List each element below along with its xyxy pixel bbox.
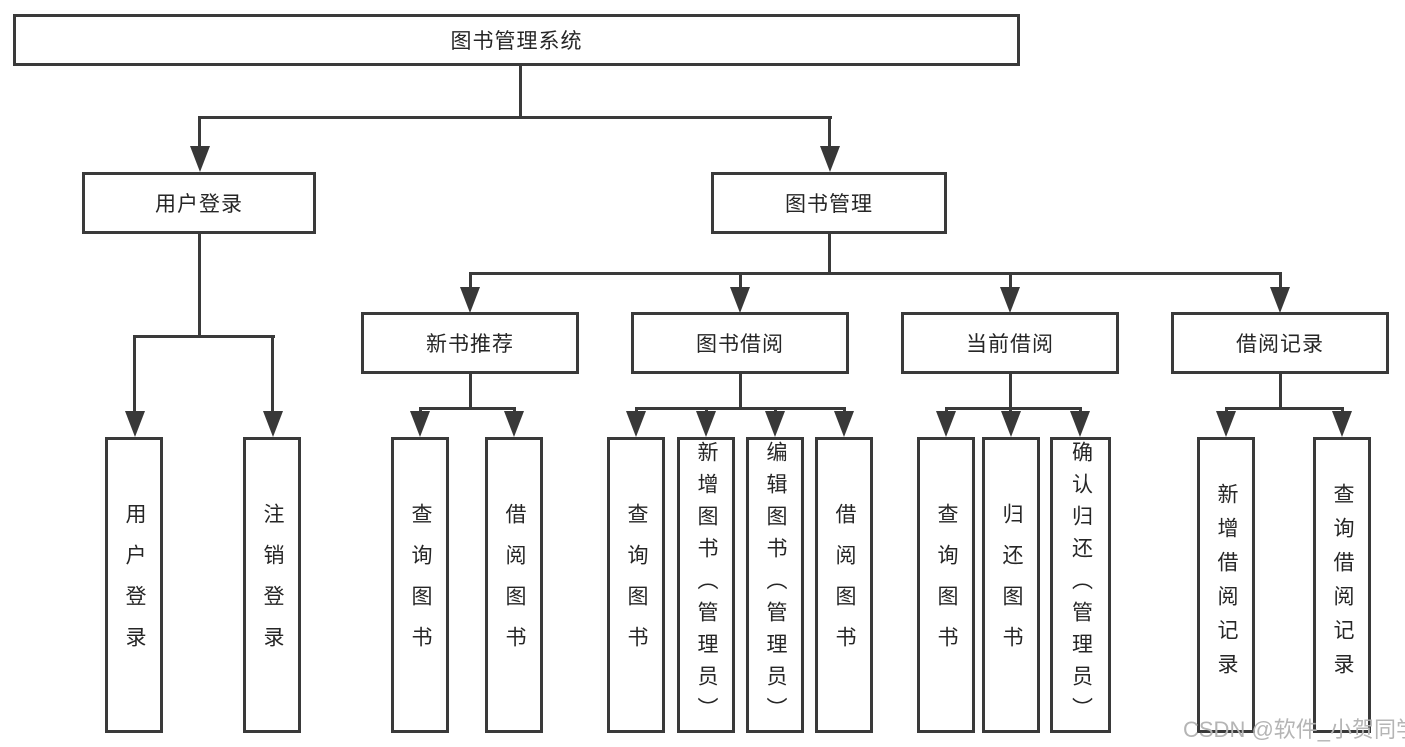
connector-current-borrow-rail xyxy=(945,407,1082,410)
book-borrow-node-label: 图书借阅 xyxy=(696,333,784,356)
arrow-down-bb-edit-icon xyxy=(765,411,785,437)
borrow-records-node-label: 借阅记录 xyxy=(1236,333,1324,356)
arrow-down-cb-return-icon xyxy=(1001,411,1021,437)
leaf-cb-query-books: 查询图书 xyxy=(917,437,975,733)
leaf-br-add-record: 新增借阅记录 xyxy=(1197,437,1255,733)
connector-logout-drop xyxy=(271,335,274,414)
leaf-bb-query-books-label: 查询图书 xyxy=(625,503,648,667)
current-borrow-node-label: 当前借阅 xyxy=(966,333,1054,356)
leaf-cb-confirm-return-admin-label: 确认归还（管理员） xyxy=(1069,441,1093,729)
connector-user-login-rail xyxy=(133,335,275,338)
connector-current-borrow-drop xyxy=(1009,272,1012,292)
arrow-down-bb-query-icon xyxy=(626,411,646,437)
connector-book-management-stem xyxy=(828,234,831,275)
leaf-cb-return-books: 归还图书 xyxy=(982,437,1040,733)
arrow-down-br-add-icon xyxy=(1216,411,1236,437)
connector-book-management-drop xyxy=(828,116,831,149)
arrow-down-book-management-icon xyxy=(820,146,840,172)
leaf-bb-borrow-books-label: 借阅图书 xyxy=(833,503,856,667)
connector-book-borrow-drop xyxy=(739,272,742,292)
root-node-label: 图书管理系统 xyxy=(450,30,583,53)
leaf-logout-login: 注销登录 xyxy=(243,437,301,733)
leaf-logout-login-label: 注销登录 xyxy=(261,503,284,667)
connector-new-books-rail xyxy=(419,407,516,410)
leaf-user-login-label: 用户登录 xyxy=(123,503,146,667)
leaf-bb-add-books-admin-label: 新增图书（管理员） xyxy=(695,441,718,729)
leaf-br-query-record: 查询借阅记录 xyxy=(1313,437,1371,733)
arrow-down-book-borrow-icon xyxy=(730,287,750,313)
leaf-nb-borrow-books-label: 借阅图书 xyxy=(503,503,526,667)
arrow-down-current-borrow-icon xyxy=(1000,287,1020,313)
connector-current-borrow-stem xyxy=(1009,374,1012,410)
arrow-down-cb-query-icon xyxy=(936,411,956,437)
connector-user-login-stem xyxy=(198,234,201,338)
leaf-nb-query-books: 查询图书 xyxy=(391,437,449,733)
leaf-br-add-record-label: 新增借阅记录 xyxy=(1215,483,1238,687)
arrow-down-bb-add-icon xyxy=(696,411,716,437)
arrow-down-borrow-records-icon xyxy=(1270,287,1290,313)
arrow-down-logout-icon xyxy=(263,411,283,437)
connector-level3-rail xyxy=(469,272,1282,275)
connector-borrow-records-drop xyxy=(1279,272,1282,292)
connector-user-login-drop xyxy=(198,116,201,149)
new-books-node: 新书推荐 xyxy=(361,312,579,374)
connector-level2-rail xyxy=(198,116,832,119)
leaf-bb-add-books-admin: 新增图书（管理员） xyxy=(677,437,735,733)
book-management-node-label: 图书管理 xyxy=(785,193,873,216)
leaf-bb-edit-books-admin: 编辑图书（管理员） xyxy=(746,437,804,733)
leaf-nb-query-books-label: 查询图书 xyxy=(409,503,432,667)
connector-book-borrow-rail xyxy=(635,407,846,410)
arrow-down-user-login-icon xyxy=(190,146,210,172)
leaf-user-login: 用户登录 xyxy=(105,437,163,733)
leaf-nb-borrow-books: 借阅图书 xyxy=(485,437,543,733)
connector-borrow-records-stem xyxy=(1279,374,1282,410)
arrow-down-nb-borrow-icon xyxy=(504,411,524,437)
new-books-node-label: 新书推荐 xyxy=(426,333,514,356)
connector-new-books-stem xyxy=(469,374,472,410)
current-borrow-node: 当前借阅 xyxy=(901,312,1119,374)
arrow-down-cb-confirm-icon xyxy=(1070,411,1090,437)
leaf-cb-confirm-return-admin: 确认归还（管理员） xyxy=(1050,437,1111,733)
arrow-down-nb-query-icon xyxy=(410,411,430,437)
arrow-down-login-icon xyxy=(125,411,145,437)
borrow-records-node: 借阅记录 xyxy=(1171,312,1389,374)
arrow-down-bb-borrow-icon xyxy=(834,411,854,437)
root-node: 图书管理系统 xyxy=(13,14,1020,66)
connector-root-stem xyxy=(519,66,522,119)
book-borrow-node: 图书借阅 xyxy=(631,312,849,374)
leaf-cb-query-books-label: 查询图书 xyxy=(935,503,958,667)
arrow-down-new-books-icon xyxy=(460,287,480,313)
connector-new-books-drop xyxy=(469,272,472,292)
book-management-node: 图书管理 xyxy=(711,172,947,234)
user-login-node-label: 用户登录 xyxy=(155,193,243,216)
arrow-down-br-query-icon xyxy=(1332,411,1352,437)
connector-login-drop xyxy=(133,335,136,414)
leaf-cb-return-books-label: 归还图书 xyxy=(1000,503,1023,667)
connector-borrow-records-rail xyxy=(1225,407,1344,410)
leaf-bb-edit-books-admin-label: 编辑图书（管理员） xyxy=(764,441,787,729)
leaf-bb-query-books: 查询图书 xyxy=(607,437,665,733)
csdn-watermark: CSDN @软件_小贺同学 xyxy=(1183,717,1405,742)
connector-book-borrow-stem xyxy=(739,374,742,410)
user-login-node: 用户登录 xyxy=(82,172,316,234)
leaf-br-query-record-label: 查询借阅记录 xyxy=(1331,483,1354,687)
leaf-bb-borrow-books: 借阅图书 xyxy=(815,437,873,733)
